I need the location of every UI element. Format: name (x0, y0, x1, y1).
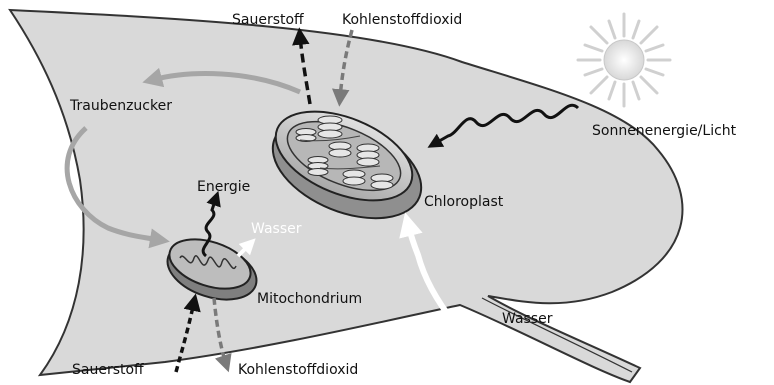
label-mitochondrion: Mitochondrium (257, 291, 362, 307)
label-energy: Energie (197, 179, 250, 195)
label-co2-top: Kohlenstoffdioxid (342, 12, 462, 28)
label-chloroplast: Chloroplast (424, 194, 504, 210)
label-oxygen-bottom: Sauerstoff (72, 362, 144, 378)
label-water-mitochondrion: Wasser (251, 221, 302, 237)
label-co2-bottom: Kohlenstoffdioxid (238, 362, 358, 378)
label-glucose: Traubenzucker (69, 98, 172, 114)
leaf-stem-vein (482, 298, 632, 372)
label-water-in: Wasser (502, 311, 553, 327)
label-sunlight: Sonnenenergie/Licht (592, 123, 737, 139)
label-oxygen-top: Sauerstoff (232, 12, 304, 28)
sun-icon (578, 14, 670, 106)
